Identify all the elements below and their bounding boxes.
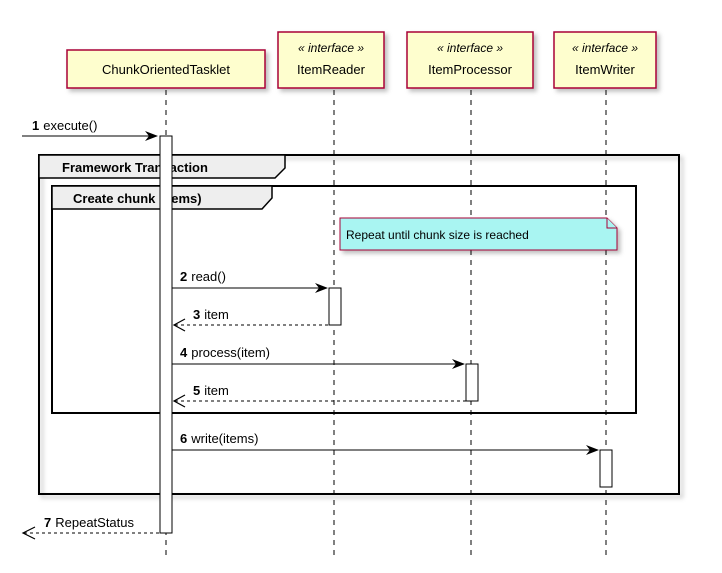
participant-itemprocessor: « interface » ItemProcessor [406, 31, 534, 89]
activation-itemwriter [599, 449, 613, 488]
activation-itemreader [328, 287, 342, 326]
message-label: read() [191, 269, 226, 284]
message-number: 5 [193, 383, 200, 398]
participant-stereotype: « interface » [437, 41, 503, 55]
activation-itemprocessor [465, 363, 479, 402]
message-label: write(items) [190, 431, 258, 446]
participant-name: ChunkOrientedTasklet [102, 62, 230, 77]
note-text: Repeat until chunk size is reached [346, 228, 529, 242]
message-execute: 1 execute() [22, 118, 158, 141]
message-label: item [204, 383, 229, 398]
participant-chunkorientedtasklet: ChunkOrientedTasklet [66, 49, 266, 89]
message-label: item [204, 307, 229, 322]
participant-name: ItemProcessor [428, 62, 512, 77]
message-number: 4 [180, 345, 188, 360]
message-repeatstatus: 7 RepeatStatus [21, 515, 160, 540]
participant-itemwriter: « interface » ItemWriter [553, 31, 657, 89]
participant-stereotype: « interface » [298, 41, 364, 55]
message-read: 2 read() [172, 269, 328, 293]
note-repeat: Repeat until chunk size is reached [339, 217, 618, 251]
group-label: Framework Transaction [62, 160, 208, 175]
message-number: 1 [32, 118, 39, 133]
message-item-return-2: 5 item [172, 383, 466, 408]
participant-name: ItemReader [297, 62, 366, 77]
message-label: RepeatStatus [55, 515, 134, 530]
activation-chunkorientedtasklet [159, 135, 173, 534]
participant-name: ItemWriter [575, 62, 635, 77]
message-number: 2 [180, 269, 187, 284]
message-label: process(item) [191, 345, 270, 360]
message-number: 7 [44, 515, 51, 530]
message-item-return: 3 item [172, 307, 329, 332]
message-number: 6 [180, 431, 187, 446]
group-label: Create chunk (items) [73, 191, 202, 206]
message-number: 3 [193, 307, 200, 322]
group-create-chunk: Create chunk (items) [51, 185, 637, 414]
participant-stereotype: « interface » [572, 41, 638, 55]
message-label: execute() [43, 118, 97, 133]
participant-itemreader: « interface » ItemReader [277, 31, 385, 89]
